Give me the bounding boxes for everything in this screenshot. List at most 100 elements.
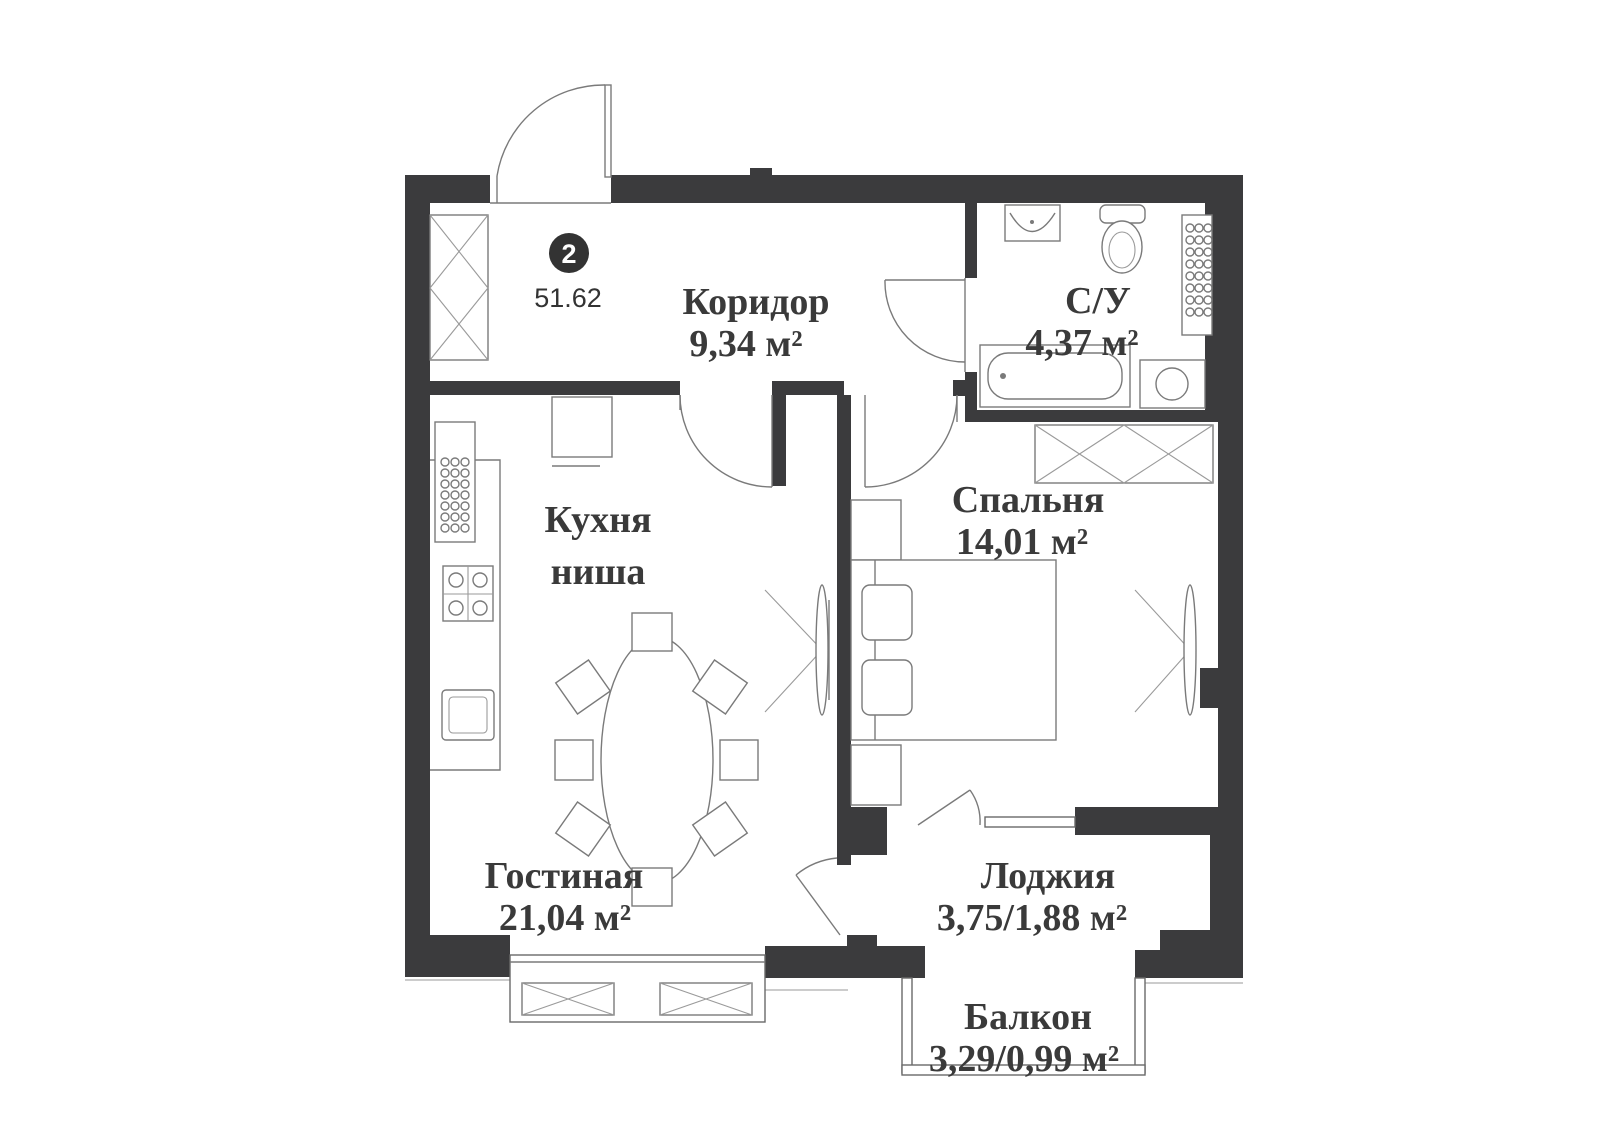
- bedroom-door[interactable]: [864, 394, 958, 488]
- radiator-dot: [450, 490, 460, 500]
- radiator-dot: [460, 523, 470, 533]
- wall-top-left: [405, 175, 490, 203]
- bathroom-fixtures: [979, 204, 1213, 409]
- corridor-name: Коридор: [682, 281, 829, 323]
- wall-bath-left-bottom: [965, 372, 977, 422]
- radiator-dot: [440, 479, 450, 489]
- kitchen-fixtures: [430, 396, 613, 771]
- wall-bottom-mid: [765, 946, 925, 978]
- radiator-dot: [1185, 223, 1195, 233]
- toilet-tank: [1099, 204, 1146, 224]
- radiator-dot: [440, 512, 450, 522]
- wall-bottom-left: [405, 935, 510, 977]
- living-area: 21,04 м²: [499, 897, 631, 939]
- wall-living-bedroom: [837, 395, 851, 865]
- wall-loggia-corner-b: [873, 830, 887, 855]
- loggia-name: Лоджия: [981, 855, 1116, 897]
- bedroom-loggia-door[interactable]: [917, 789, 1076, 828]
- radiator-dot: [1194, 223, 1204, 233]
- radiator-dot: [460, 479, 470, 489]
- kitchen-line2: ниша: [551, 551, 646, 593]
- radiator-dot: [1194, 307, 1204, 317]
- wall-corridor-kitchen: [430, 381, 680, 395]
- radiator-dot: [450, 512, 460, 522]
- radiator-dot: [1185, 307, 1195, 317]
- walls: [405, 168, 1243, 978]
- wall-top: [611, 175, 1243, 203]
- bathroom-door[interactable]: [884, 278, 966, 372]
- radiator-dot: [1203, 259, 1213, 269]
- bathroom-name: С/У: [1065, 280, 1131, 322]
- wall-bath-bottom: [965, 410, 1218, 422]
- chair: [631, 867, 673, 907]
- chair: [554, 800, 612, 858]
- bedroom-name: Спальня: [952, 479, 1105, 521]
- radiator-dot: [1203, 307, 1213, 317]
- chair: [691, 800, 749, 858]
- radiator-dot: [450, 457, 460, 467]
- radiator-dot: [450, 479, 460, 489]
- radiator-dot: [1185, 259, 1195, 269]
- nightstand: [850, 744, 902, 806]
- bath-sink: [1004, 204, 1061, 242]
- bedroom-ac-unit: [1134, 584, 1197, 716]
- pillow: [861, 659, 913, 716]
- radiator-dot: [1194, 259, 1204, 269]
- toilet-bowl: [1101, 220, 1143, 274]
- kitchen-hood: [551, 396, 613, 458]
- radiator-dot: [1194, 235, 1204, 245]
- chair: [554, 658, 612, 716]
- bedroom-furniture: [850, 424, 1214, 806]
- radiator-dot: [1194, 283, 1204, 293]
- wall-left: [405, 175, 430, 965]
- radiator-dot: [1203, 283, 1213, 293]
- wall-corridor-mid: [772, 381, 844, 395]
- corridor-area: 9,34 м²: [689, 323, 802, 365]
- radiator-dot: [1194, 295, 1204, 305]
- radiator-dot: [440, 490, 450, 500]
- radiator-dot: [1203, 247, 1213, 257]
- radiator-dot: [450, 523, 460, 533]
- radiator-dot: [460, 501, 470, 511]
- radiator-dot: [440, 468, 450, 478]
- chair: [691, 658, 749, 716]
- towel-rail-pattern: [1185, 223, 1213, 317]
- radiator-dot: [1203, 271, 1213, 281]
- radiator-dot: [1203, 223, 1213, 233]
- kitchen-line1: Кухня: [544, 499, 651, 541]
- chair: [719, 739, 759, 781]
- kitchen-radiator-pattern: [440, 457, 470, 533]
- wall-bottom-mid-b: [847, 935, 877, 947]
- radiator-dot: [460, 457, 470, 467]
- living-ac-unit: [764, 584, 830, 716]
- chair: [554, 739, 594, 781]
- pillow: [861, 584, 913, 641]
- living-window: [509, 954, 766, 1023]
- radiator-dot: [1185, 295, 1195, 305]
- entrance-door[interactable]: [490, 84, 612, 204]
- wardrobe: [429, 214, 489, 361]
- kitchen-sink: [441, 689, 495, 741]
- wall-bedroom-loggia: [1075, 807, 1243, 835]
- living-loggia-door[interactable]: [795, 857, 841, 936]
- washing-machine: [1139, 359, 1206, 409]
- radiator-dot: [1203, 235, 1213, 245]
- radiator-dot: [1185, 247, 1195, 257]
- apartment-area: 51.62: [534, 283, 602, 313]
- wall-bedroom-jamb: [1200, 668, 1218, 708]
- radiator-dot: [460, 490, 470, 500]
- apartment-number-badge: [549, 233, 589, 273]
- radiator-dot: [440, 523, 450, 533]
- wall-right: [1218, 175, 1243, 835]
- radiator-dot: [1194, 271, 1204, 281]
- kitchen-door[interactable]: [679, 394, 773, 488]
- loggia-area: 3,75/1,88 м²: [937, 897, 1127, 939]
- wall-hatching: [405, 979, 1243, 991]
- apartment-number: 2: [561, 239, 576, 269]
- balcony-area: 3,29/0,99 м²: [929, 1038, 1119, 1080]
- wall-top-notch: [750, 168, 772, 176]
- apartment-badge: 2 51.62: [534, 233, 602, 313]
- radiator-dot: [460, 468, 470, 478]
